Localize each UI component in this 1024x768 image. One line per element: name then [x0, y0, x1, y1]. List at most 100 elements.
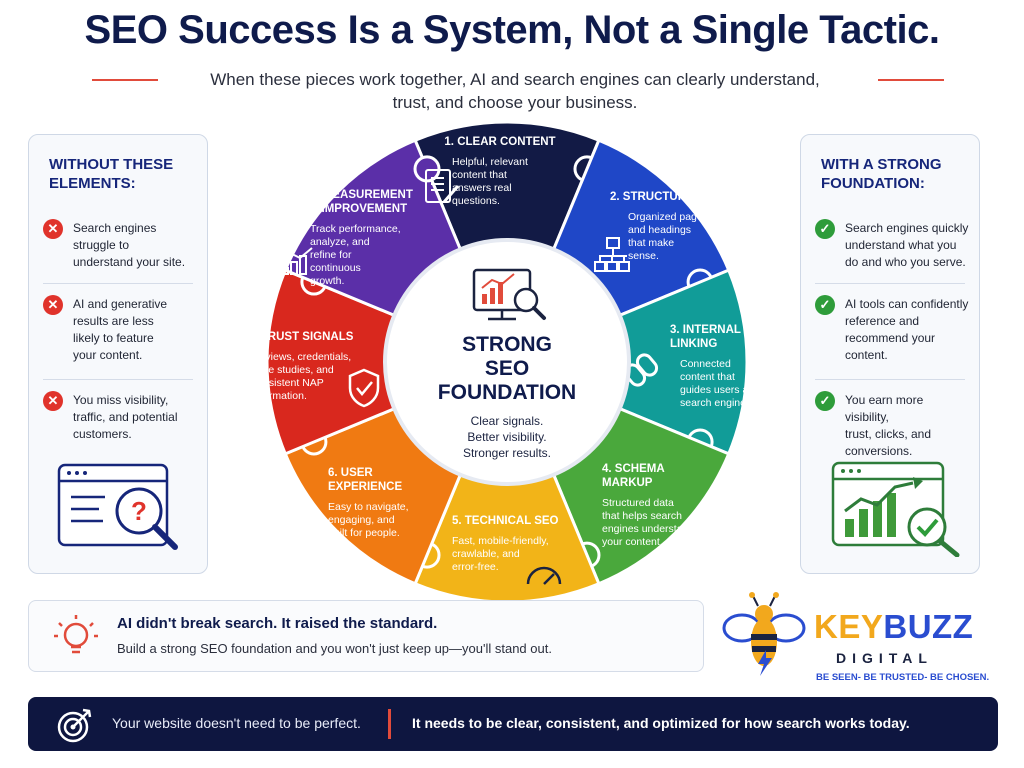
brand-tagline: BE SEEN- BE TRUSTED- BE CHOSEN.	[816, 672, 990, 683]
check-circle-icon: ✓	[815, 295, 835, 315]
without-title-line-1: WITHOUT THESE	[49, 156, 174, 173]
document-pen-icon	[425, 169, 460, 203]
without-divider	[43, 283, 193, 284]
x-circle-icon: ✕	[43, 391, 63, 411]
segment-3-desc: search engines.	[680, 397, 754, 409]
growth-chart-check-icon	[831, 461, 960, 557]
without-title-line-2: ELEMENTS:	[49, 175, 136, 192]
monitor-analytics-icon	[472, 268, 546, 321]
without-item-text: Search engines struggle to understand your…	[73, 220, 198, 271]
keybuzz-brand: KEYBUZZ DIGITAL BE SEEN- BE TRUSTED- BE …	[718, 590, 1008, 685]
sitemap-icon	[594, 237, 630, 272]
wheel-center-disc	[383, 238, 631, 486]
with-divider	[815, 283, 965, 284]
segment-4-desc: Structured data	[602, 497, 674, 509]
x-circle-icon: ✕	[43, 295, 63, 315]
brand-name-key: KEY	[814, 608, 884, 645]
without-item-line: struggle to	[73, 238, 130, 252]
with-title-line-1: WITH A STRONG	[821, 156, 942, 173]
callout-body: Build a strong SEO foundation and you wo…	[117, 641, 552, 656]
without-item-line: traffic, and potential	[73, 410, 178, 424]
without-item-line: AI and generative	[73, 297, 168, 311]
x-circle-icon: ✕	[43, 219, 63, 239]
segment-2-desc: Organized pages	[628, 211, 708, 223]
segment-5-desc: crawlable, and	[452, 548, 520, 560]
bee-logo-icon	[722, 592, 806, 676]
without-item-line: your content.	[73, 348, 143, 362]
center-sub-line-1: Clear signals.	[471, 414, 544, 428]
segment-1-title: 1. CLEAR CONTENT	[444, 136, 555, 148]
segment-7-desc: case studies, and	[252, 364, 334, 376]
brand-sub: DIGITAL	[836, 650, 933, 666]
footer-banner: Your website doesn't need to be perfect.…	[28, 697, 998, 751]
segment-4-desc: that helps search	[602, 510, 682, 522]
segment-8-desc: analyze, and	[310, 236, 370, 248]
segment-8-title: 8. MEASUREMENT	[310, 189, 413, 201]
segment-4-title: 4. SCHEMA	[602, 463, 665, 475]
with-item-line: reference and	[845, 314, 920, 328]
without-elements-panel: WITHOUT THESE ELEMENTS: ✕ Search engines s…	[28, 134, 208, 574]
check-circle-icon: ✓	[815, 219, 835, 239]
center-title-line-2: SEO	[485, 357, 529, 380]
without-item-line: likely to feature	[73, 331, 154, 345]
segment-2-title: 2. STRUCTURE	[610, 191, 694, 203]
without-divider	[43, 379, 193, 380]
segment-8-title: & IMPROVEMENT	[310, 203, 407, 215]
segment-1-desc: answers real	[452, 182, 512, 194]
shield-check-icon	[348, 368, 380, 408]
with-item-line: You earn more visibility,	[845, 393, 924, 424]
without-item-line: Search engines	[73, 221, 157, 235]
segment-7-desc: information.	[252, 390, 307, 402]
with-item-line: AI tools can confidently	[845, 297, 969, 311]
segment-8-desc: Track performance,	[310, 223, 401, 235]
with-item-text: You earn more visibility, trust, clicks, …	[845, 392, 970, 460]
with-item-text: Search engines quickly understand what yo…	[845, 220, 970, 271]
with-item-line: Search engines quickly	[845, 221, 969, 235]
segment-6-title: EXPERIENCE	[328, 481, 402, 493]
segment-4-title: MARKUP	[602, 477, 653, 489]
without-item-line: You miss visibility,	[73, 393, 169, 407]
ai-standard-callout: AI didn't break search. It raised the st…	[28, 600, 704, 672]
with-title-line-2: FOUNDATION:	[821, 175, 925, 192]
with-divider	[815, 379, 965, 380]
segment-6-desc: built for people.	[328, 527, 400, 539]
without-item-text: AI and generative results are less likely …	[73, 296, 198, 364]
subtitle-rule-left	[92, 79, 158, 81]
segment-3-title: LINKING	[670, 338, 717, 350]
without-item-line: customers.	[73, 427, 132, 441]
with-item-line: understand what you	[845, 238, 957, 252]
subtitle-line-2: trust, and choose your business.	[392, 93, 638, 112]
subtitle-rule-right	[878, 79, 944, 81]
segment-3-desc: guides users and	[680, 384, 760, 396]
target-icon	[57, 708, 92, 743]
page-title: SEO Success Is a System, Not a Single Ta…	[84, 8, 940, 52]
segment-1-desc: content that	[452, 169, 507, 181]
with-panel-title: WITH A STRONG FOUNDATION:	[821, 155, 971, 193]
segment-7-desc: consistent NAP	[252, 377, 324, 389]
segment-5-title: 5. TECHNICAL SEO	[452, 515, 559, 527]
brand-name: KEYBUZZ	[814, 608, 973, 646]
segment-2-desc: and headings	[628, 224, 691, 236]
page-subtitle: When these pieces work together, AI and …	[170, 68, 860, 114]
segment-4-desc: your content.	[602, 536, 663, 548]
lightbulb-icon	[54, 615, 98, 654]
with-item-line: do and who you serve.	[845, 255, 966, 269]
footer-left-text: Your website doesn't need to be perfect.	[112, 715, 361, 731]
segment-4-desc: engines understand	[602, 523, 694, 535]
center-title-line-3: FOUNDATION	[438, 381, 576, 404]
without-item-line: results are less	[73, 314, 154, 328]
center-sub-line-3: Stronger results.	[463, 446, 551, 460]
check-circle-icon: ✓	[815, 391, 835, 411]
footer-divider	[388, 709, 391, 739]
segment-8-desc: growth.	[310, 275, 344, 287]
without-panel-title: WITHOUT THESE ELEMENTS:	[49, 155, 199, 193]
without-item-line: understand your site.	[73, 255, 186, 269]
svg-text:?: ?	[131, 496, 147, 526]
with-item-line: content.	[845, 348, 888, 362]
browser-question-magnifier-icon: ?	[57, 463, 178, 550]
segment-3-desc: Connected	[680, 358, 731, 370]
segment-8-desc: refine for	[310, 249, 352, 261]
with-item-line: trust, clicks, and	[845, 427, 932, 441]
